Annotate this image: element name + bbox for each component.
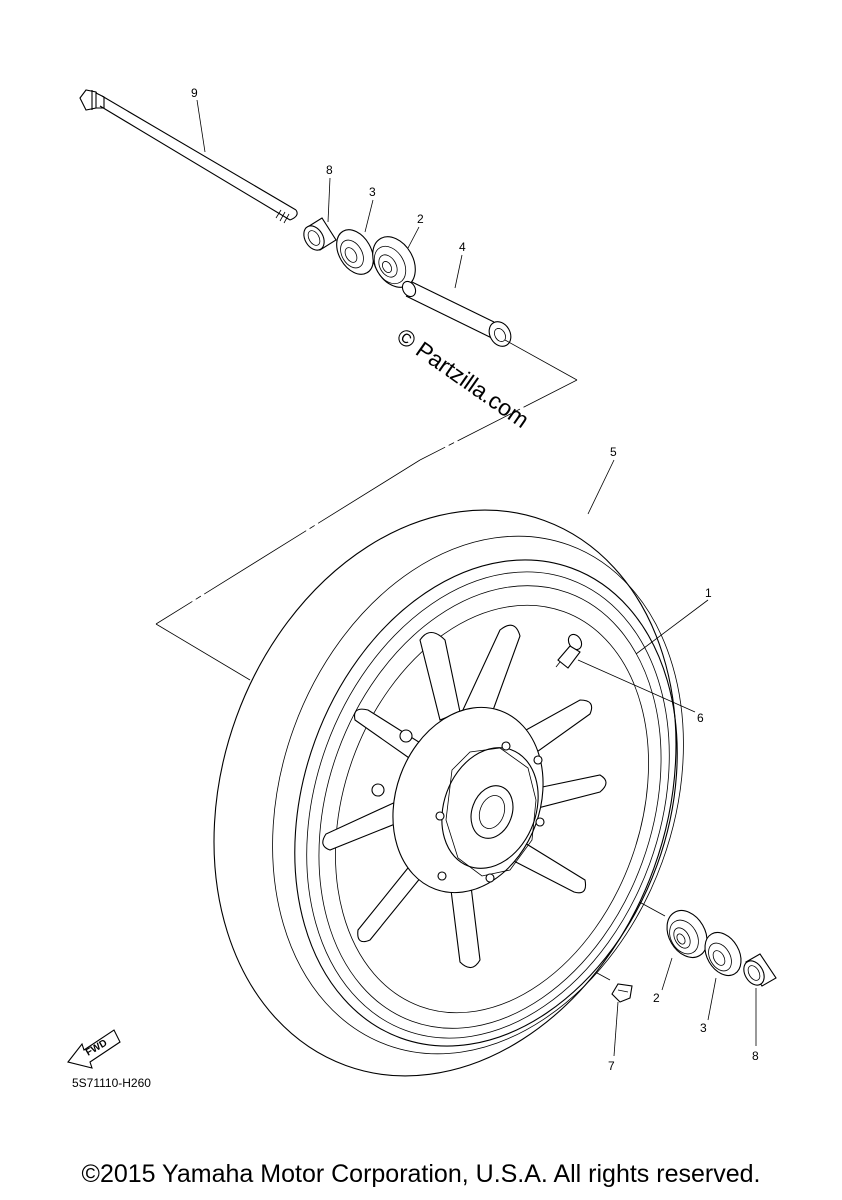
collar-bottom (743, 953, 777, 987)
bearing-top (372, 236, 416, 288)
callout-4: 4 (459, 240, 466, 254)
partzilla-watermark: © Partzilla.com (392, 323, 534, 433)
wheel-assembly (213, 509, 684, 1077)
callout-6: 6 (697, 711, 704, 725)
callout-3-top: 3 (369, 185, 376, 199)
fwd-arrow: FWD (67, 1029, 121, 1069)
oil-seal-bottom (704, 931, 742, 977)
callout-labels: 9 8 3 2 4 5 1 6 2 3 8 7 (191, 86, 759, 1073)
callout-2-top: 2 (417, 212, 424, 226)
copyright-notice: ©2015 Yamaha Motor Corporation, U.S.A. A… (81, 1160, 761, 1188)
collar-top (303, 217, 337, 251)
wheel-spokes (322, 624, 607, 969)
oil-seal-top (336, 229, 374, 275)
callout-8-top: 8 (326, 163, 333, 177)
leader-lines (196, 99, 757, 1057)
wheel-hub (371, 706, 545, 894)
callout-7: 7 (608, 1059, 615, 1073)
air-valve (555, 633, 583, 669)
callout-8-bottom: 8 (752, 1049, 759, 1063)
callout-3-bottom: 3 (700, 1021, 707, 1035)
callout-2-bottom: 2 (653, 991, 660, 1005)
front-axle (79, 89, 298, 224)
callout-1: 1 (705, 586, 712, 600)
bearing-bottom (666, 910, 708, 958)
balance-weight (611, 983, 633, 1003)
callout-9: 9 (191, 86, 198, 100)
callout-5: 5 (610, 445, 617, 459)
front-wheel-exploded-diagram: 9 8 3 2 4 5 1 6 2 3 8 7 © Partzilla.com … (67, 86, 777, 1090)
diagram-code: 5S71110-H260 (72, 1076, 151, 1090)
